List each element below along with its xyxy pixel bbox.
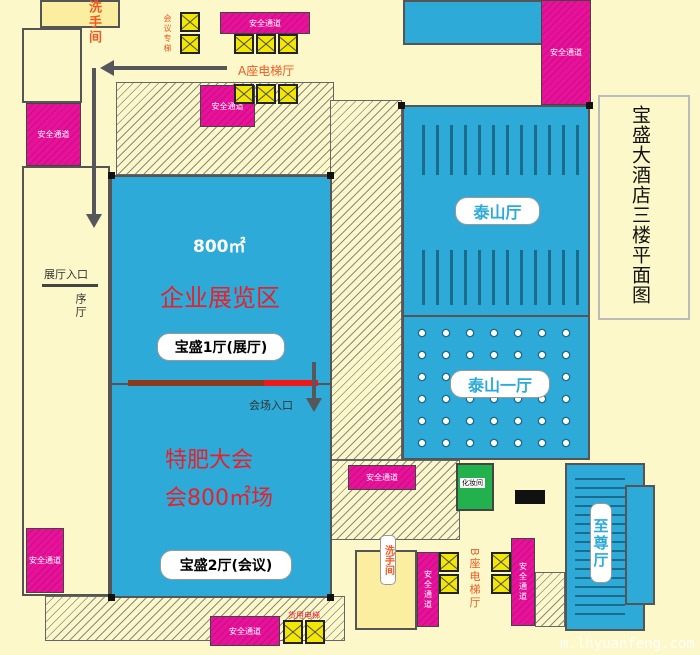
safety-exit-b-left: 安全通道 — [417, 552, 439, 627]
zhizun-hall-annex — [625, 485, 655, 605]
hall1-label: 宝盛1厅(展厅) — [157, 333, 285, 361]
arrow-left-shaft — [112, 66, 227, 70]
arrow-venue-shaft — [312, 362, 316, 400]
partition-wall — [128, 380, 266, 386]
a-elevator-6 — [278, 84, 298, 104]
taishan-seating-2 — [415, 250, 580, 305]
freight-elevator-label: 货用电梯 — [288, 611, 320, 620]
a-elevator-1 — [234, 34, 254, 54]
safety-exit-top: 安全通道 — [220, 12, 310, 34]
column — [327, 172, 334, 179]
b-elevator-3 — [491, 552, 511, 572]
service-corridor-middle — [330, 100, 402, 460]
zhizun-label: 至尊厅 — [590, 503, 612, 583]
safety-exit-bottom: 安全通道 — [210, 616, 280, 646]
expo-entrance-label: 展厅入口 — [44, 268, 88, 281]
taishan1-label: 泰山一厅 — [450, 370, 550, 398]
safety-exit-left-top: 安全通道 — [26, 103, 81, 166]
freight-elevator-2 — [305, 620, 325, 644]
b-elevator-2 — [439, 574, 459, 594]
restroom-bottom-label: 洗手间 — [380, 535, 396, 585]
meeting-name-line2: 会800㎡场 — [165, 486, 273, 511]
meeting-elevator-1 — [180, 12, 200, 32]
a-elevator-hall-label: A座电梯厅 — [238, 64, 295, 78]
service-area-bottom-right — [535, 572, 565, 627]
restroom-top-label: 洗手间 — [86, 0, 101, 45]
safety-exit-b-right: 安全通道 — [511, 538, 535, 626]
arrow-left-head — [100, 60, 114, 76]
a-elevator-4 — [234, 84, 254, 104]
safety-exit-left-bottom: 安全通道 — [26, 528, 64, 593]
column — [398, 102, 405, 109]
hall2-label: 宝盛2厅(会议) — [160, 550, 292, 580]
a-elevator-3 — [278, 34, 298, 54]
a-elevator-2 — [256, 34, 276, 54]
meeting-elevator-2 — [180, 34, 200, 54]
divider-line — [42, 284, 98, 287]
column — [108, 594, 115, 601]
dressing-room-label: 化妆间 — [460, 478, 485, 488]
meeting-name-line1: 特肥大会 — [165, 448, 254, 473]
partition-wall-red — [264, 380, 318, 386]
lounge-furniture — [515, 490, 545, 504]
expo-area-size: 800㎡ — [193, 237, 246, 257]
safety-exit-right-top: 安全通道 — [541, 0, 591, 105]
taishan-seating — [415, 125, 580, 175]
foyer-label: 序厅 — [74, 293, 87, 319]
arrow-down-shaft — [92, 68, 96, 218]
b-elevator-hall-label: B座电梯厅 — [468, 548, 481, 610]
title-box — [598, 95, 690, 320]
restroom-top — [40, 0, 120, 28]
meeting-elevator-label: 会议专梯 — [163, 14, 172, 54]
taishan-label: 泰山厅 — [455, 197, 540, 225]
left-office-block — [22, 28, 82, 103]
column — [586, 102, 593, 109]
top-hall — [403, 0, 543, 45]
safety-exit-middle: 安全通道 — [348, 465, 416, 490]
a-elevator-5 — [256, 84, 276, 104]
expo-area-name: 企业展览区 — [160, 284, 280, 312]
title: 宝盛大酒店三楼平面图 — [629, 105, 651, 305]
b-elevator-4 — [491, 574, 511, 594]
venue-entrance-label: 会场入口 — [249, 399, 293, 412]
watermark: m.lhyuanfeng.com — [560, 636, 695, 652]
left-corridor — [22, 166, 110, 596]
freight-elevator-1 — [283, 620, 303, 644]
column — [108, 172, 115, 179]
arrow-venue-head — [306, 398, 322, 412]
column — [327, 594, 334, 601]
arrow-down-head — [86, 214, 102, 228]
b-elevator-1 — [439, 552, 459, 572]
